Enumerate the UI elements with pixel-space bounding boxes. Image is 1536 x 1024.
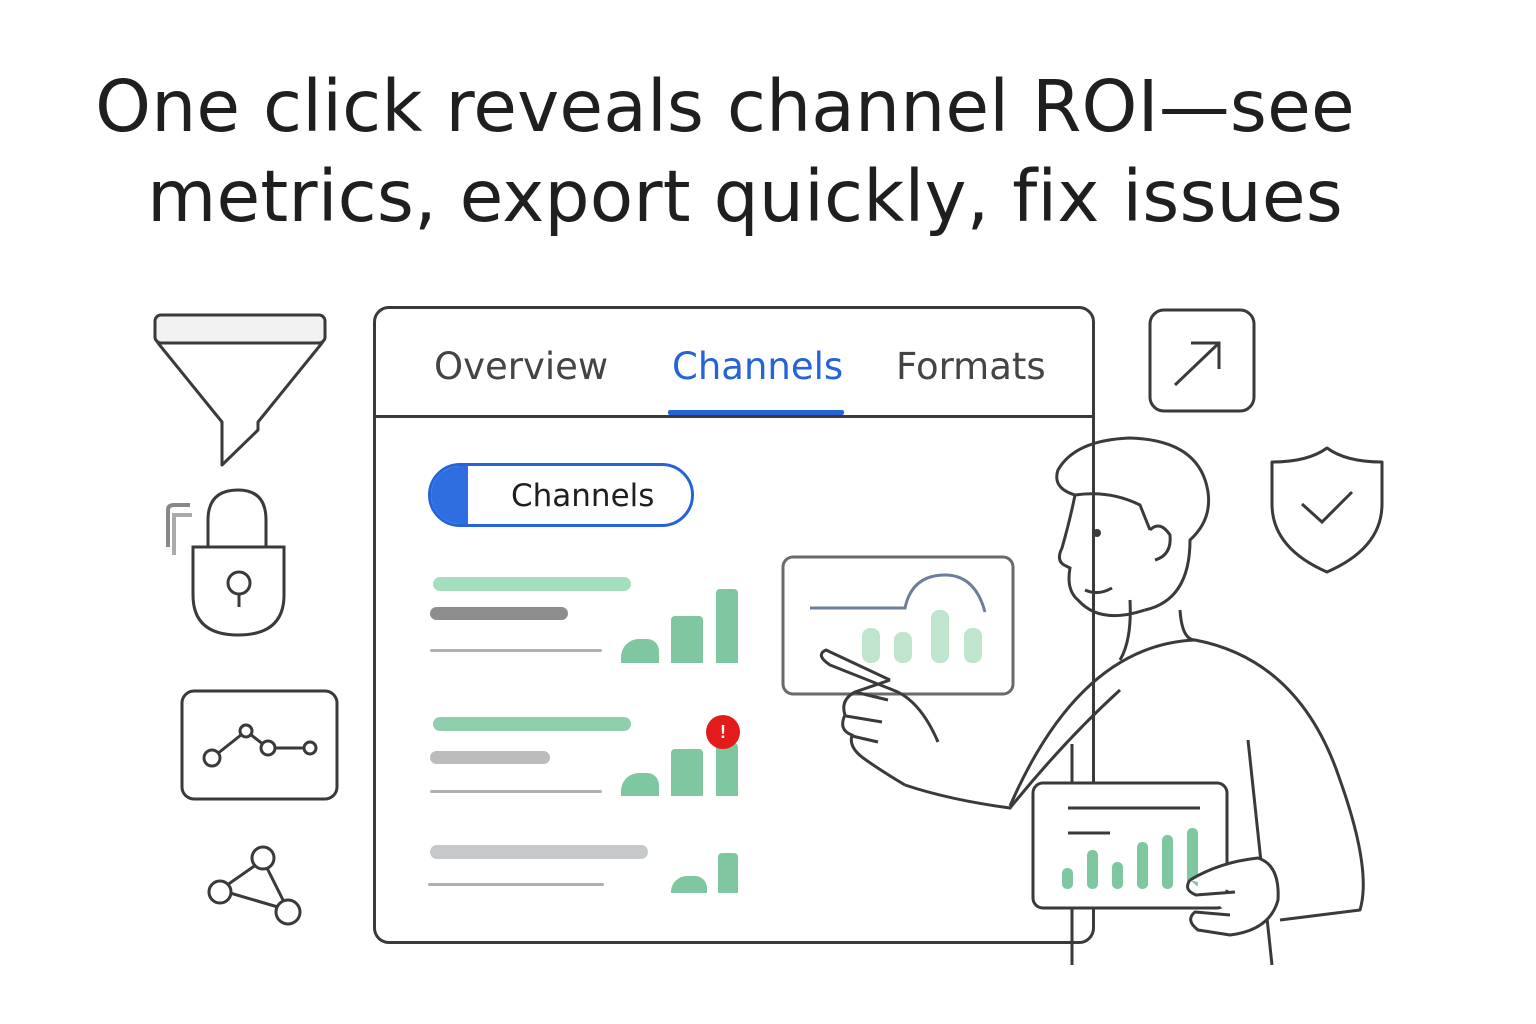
row-divider	[430, 790, 602, 793]
row-divider	[430, 649, 602, 652]
lock-icon	[166, 488, 286, 637]
active-tab-indicator	[668, 410, 844, 415]
alert-badge[interactable]: !	[706, 715, 740, 749]
channel-metric-placeholder	[430, 751, 550, 764]
tab-channels[interactable]: Channels	[672, 345, 844, 388]
spark-bar	[621, 773, 659, 796]
channel-row[interactable]	[428, 573, 748, 683]
analytics-window: Overview Channels Formats Channels !	[373, 306, 1095, 944]
toggle-knob	[431, 466, 468, 524]
channel-name-placeholder	[433, 577, 631, 591]
spark-bar	[621, 639, 659, 663]
channel-metric-placeholder	[430, 607, 568, 620]
spark-bar	[671, 876, 707, 893]
headline: One click reveals channel ROI—see metric…	[0, 62, 1450, 242]
network-icon	[207, 845, 302, 926]
channel-sparkline	[618, 743, 743, 796]
spark-bar	[718, 853, 738, 893]
channel-sparkline	[668, 853, 743, 893]
tab-overview[interactable]: Overview	[434, 345, 609, 388]
tab-formats[interactable]: Formats	[896, 345, 1046, 388]
spark-bar	[716, 743, 738, 796]
export-arrow-icon[interactable]	[1147, 307, 1259, 415]
spark-bar	[671, 749, 703, 796]
channel-row[interactable]: !	[428, 713, 748, 823]
channel-row[interactable]	[428, 841, 748, 951]
line-chart-icon	[180, 689, 339, 801]
channel-name-placeholder	[430, 845, 648, 859]
funnel-icon	[153, 313, 327, 467]
toggle-label: Channels	[511, 478, 655, 514]
channels-toggle[interactable]: Channels	[428, 463, 694, 527]
tab-bar: Overview Channels Formats	[376, 309, 1092, 418]
row-divider	[428, 883, 604, 886]
channel-sparkline	[618, 589, 743, 663]
spark-bar	[671, 616, 703, 663]
shield-check-icon	[1270, 446, 1384, 574]
headline-line-2: metrics, export quickly, fix issues	[147, 155, 1343, 238]
spark-bar	[716, 589, 738, 663]
channel-name-placeholder	[433, 717, 631, 731]
headline-line-1: One click reveals channel ROI—see	[95, 65, 1355, 148]
